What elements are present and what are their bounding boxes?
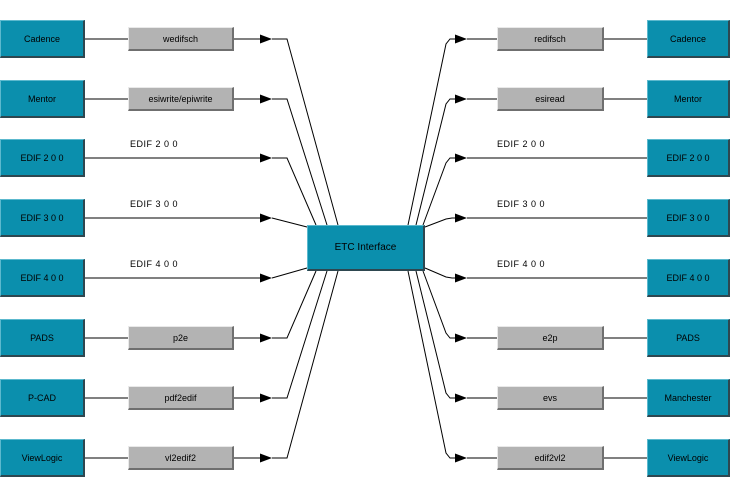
left-line-label-edif400: EDIF 4 0 0 bbox=[130, 259, 179, 269]
left-line-label-edif200: EDIF 2 0 0 bbox=[130, 139, 179, 149]
left-line-label-edif300: EDIF 3 0 0 bbox=[130, 199, 179, 209]
left-tool-p2e: p2e bbox=[128, 326, 234, 350]
right-node-edif300: EDIF 3 0 0 bbox=[647, 199, 730, 237]
left-node-pcad: P-CAD bbox=[0, 379, 85, 417]
right-tool-edif2vl2: edif2vl2 bbox=[497, 446, 604, 470]
connector-lines bbox=[85, 38, 647, 459]
right-node-manchester: Manchester bbox=[647, 379, 730, 417]
left-node-viewlogic: ViewLogic bbox=[0, 439, 85, 477]
left-node-pads: PADS bbox=[0, 319, 85, 357]
right-line-label-edif300: EDIF 3 0 0 bbox=[497, 199, 546, 209]
right-tool-e2p: e2p bbox=[497, 326, 604, 350]
left-node-cadence: Cadence bbox=[0, 20, 85, 58]
right-node-cadence: Cadence bbox=[647, 20, 730, 58]
left-node-edif400: EDIF 4 0 0 bbox=[0, 259, 85, 297]
right-line-label-edif200: EDIF 2 0 0 bbox=[497, 139, 546, 149]
left-tool-vl2edif2: vl2edif2 bbox=[128, 446, 234, 470]
left-tool-esiwrite: esiwrite/epiwrite bbox=[128, 87, 234, 111]
left-node-mentor: Mentor bbox=[0, 80, 85, 118]
right-tool-evs: evs bbox=[497, 386, 604, 410]
left-tool-pdf2edif: pdf2edif bbox=[128, 386, 234, 410]
right-node-pads: PADS bbox=[647, 319, 730, 357]
left-node-edif200: EDIF 2 0 0 bbox=[0, 139, 85, 177]
right-node-mentor: Mentor bbox=[647, 80, 730, 118]
right-node-edif400: EDIF 4 0 0 bbox=[647, 259, 730, 297]
right-tool-esiread: esiread bbox=[497, 87, 604, 111]
center-node-etc-interface: ETC Interface bbox=[307, 225, 425, 271]
left-tool-wedifsch: wedifsch bbox=[128, 27, 234, 51]
right-node-viewlogic: ViewLogic bbox=[647, 439, 730, 477]
right-tool-redifsch: redifsch bbox=[497, 27, 604, 51]
right-line-label-edif400: EDIF 4 0 0 bbox=[497, 259, 546, 269]
left-node-edif300: EDIF 3 0 0 bbox=[0, 199, 85, 237]
right-node-edif200: EDIF 2 0 0 bbox=[647, 139, 730, 177]
